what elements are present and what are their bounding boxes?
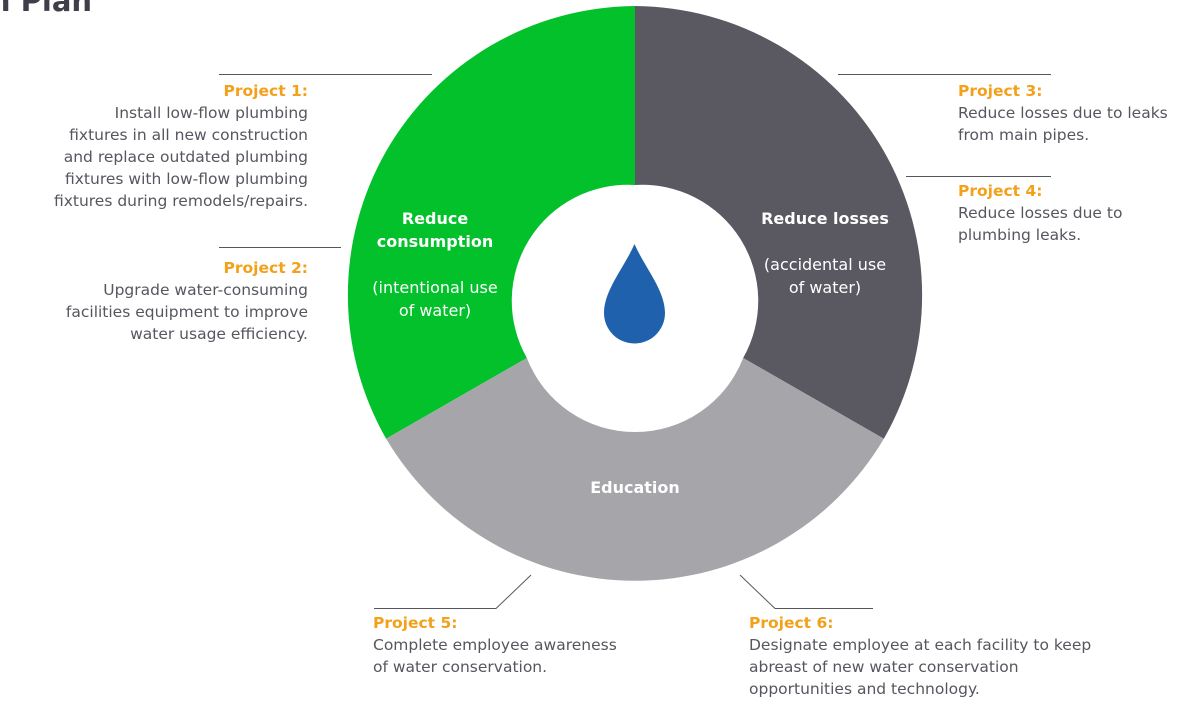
project-4-label: Project 4: [958,182,1043,200]
segment-subtitle-losses: (accidental use of water) [763,255,887,297]
project-2-text: Upgrade water-consuming facilities equip… [65,281,308,343]
segment-education [386,357,884,581]
segment-title-education: Education [590,478,680,497]
project-1-text: Install low-flow plumbing fixtures in al… [53,104,308,210]
page-title: on Plan [0,0,93,18]
project-5-text: Complete employee awareness of water con… [373,636,617,676]
segment-reduce-losses [635,6,923,439]
project-1-block: Project 1: Install low-flow plumbing fix… [0,80,308,212]
project-2-block: Project 2: Upgrade water-consuming facil… [0,257,308,345]
segment-reduce-consumption [347,6,635,439]
project-5-label: Project 5: [373,614,458,632]
project-4-text: Reduce losses due to plumbing leaks. [958,204,1123,244]
segment-label-reduce-consumption: Reduce consumption (intentional use of w… [360,184,510,345]
segment-title-losses: Reduce losses [761,209,889,228]
project-6-label: Project 6: [749,614,834,632]
project-3-block: Project 3: Reduce losses due to leaks fr… [958,80,1203,146]
project-3-text: Reduce losses due to leaks from main pip… [958,104,1168,144]
project-3-label: Project 3: [958,82,1043,100]
segment-title-consumption: Reduce consumption [376,209,494,251]
water-drop-icon [604,244,665,344]
project-2-label: Project 2: [223,259,308,277]
leader-line-project-6 [739,574,873,609]
leader-line-project-5 [374,574,532,609]
project-5-block: Project 5: Complete employee awareness o… [373,612,693,678]
segment-label-education: Education [560,453,710,522]
segment-subtitle-consumption: (intentional use of water) [372,278,498,320]
project-6-text: Designate employee at each facility to k… [749,636,1092,698]
project-6-block: Project 6: Designate employee at each fa… [749,612,1189,700]
project-4-block: Project 4: Reduce losses due to plumbing… [958,180,1203,246]
segment-label-reduce-losses: Reduce losses (accidental use of water) [745,184,905,322]
project-1-label: Project 1: [223,82,308,100]
